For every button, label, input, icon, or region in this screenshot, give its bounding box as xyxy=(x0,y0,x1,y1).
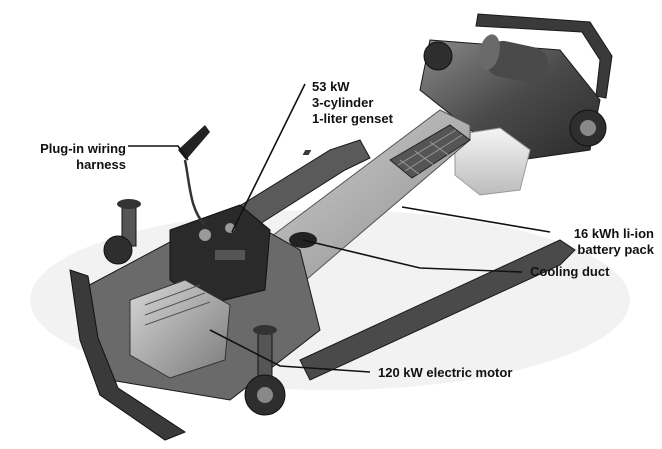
leader-motor xyxy=(209,329,371,373)
genset-label: 53 kW 3-cylinder 1-liter genset xyxy=(312,79,393,127)
leader-cooling xyxy=(302,239,523,273)
front-bumper xyxy=(69,269,187,441)
leader-lines xyxy=(128,83,551,373)
plug-in-connector xyxy=(178,125,210,160)
leader-battery xyxy=(401,206,551,233)
leader-genset xyxy=(231,83,306,233)
right-frame-rail xyxy=(299,239,576,381)
leader-plug-in xyxy=(128,145,189,161)
cooling-label-text: Cooling duct xyxy=(530,264,610,279)
motor-fins xyxy=(144,284,211,326)
battery-label-line2: battery pack xyxy=(577,242,654,257)
plug-in-harness-label: Plug-in wiring harness xyxy=(6,141,126,173)
battery-cell-grid xyxy=(397,129,463,176)
genset-label-line1: 53 kW xyxy=(312,79,350,94)
battery-cells xyxy=(302,150,312,155)
battery-cell-block xyxy=(389,124,471,179)
motor-label-text: 120 kW electric motor xyxy=(378,365,513,380)
front-right-strut xyxy=(253,325,277,379)
genset-label-line2: 3-cylinder xyxy=(312,95,374,110)
genset-label-line3: 1-liter genset xyxy=(312,111,393,126)
battery-pack-label: 16 kWh li-ion battery pack xyxy=(540,226,654,258)
plug-in-label-line2: harness xyxy=(76,157,126,172)
front-left-hub xyxy=(103,235,133,265)
rear-left-hub xyxy=(423,41,453,71)
rear-tank xyxy=(478,34,549,84)
electric-motor xyxy=(129,279,231,379)
plug-in-label-line1: Plug-in wiring xyxy=(40,141,126,156)
plug-in-harness-cable xyxy=(183,159,206,226)
front-left-strut xyxy=(117,199,141,247)
fuel-tank xyxy=(454,127,531,196)
rear-subframe xyxy=(419,39,601,161)
cooling-duct-label: Cooling duct xyxy=(530,264,609,280)
electric-motor-label: 120 kW electric motor xyxy=(378,365,512,381)
battery-label-line1: 16 kWh li-ion xyxy=(573,226,654,241)
